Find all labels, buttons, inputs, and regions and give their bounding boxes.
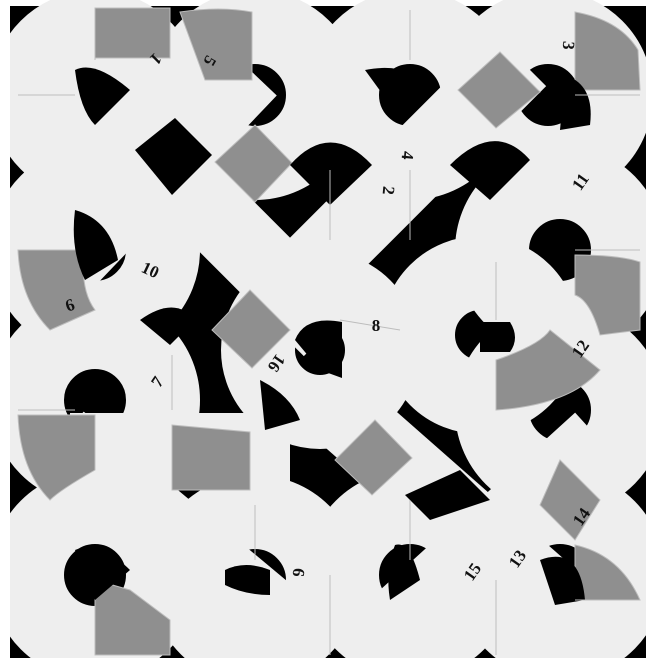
label-3: 3 xyxy=(559,40,579,50)
shaded-tile-center-band xyxy=(172,425,250,490)
label-6: 6 xyxy=(289,567,309,577)
shaded-tile-top-left xyxy=(95,8,170,58)
label-2: 2 xyxy=(379,185,399,195)
hole-inner-right xyxy=(480,322,515,352)
page-left-margin xyxy=(0,0,10,662)
label-8: 8 xyxy=(372,316,381,335)
page-right-margin xyxy=(646,0,653,662)
page-bottom-margin xyxy=(0,658,653,662)
